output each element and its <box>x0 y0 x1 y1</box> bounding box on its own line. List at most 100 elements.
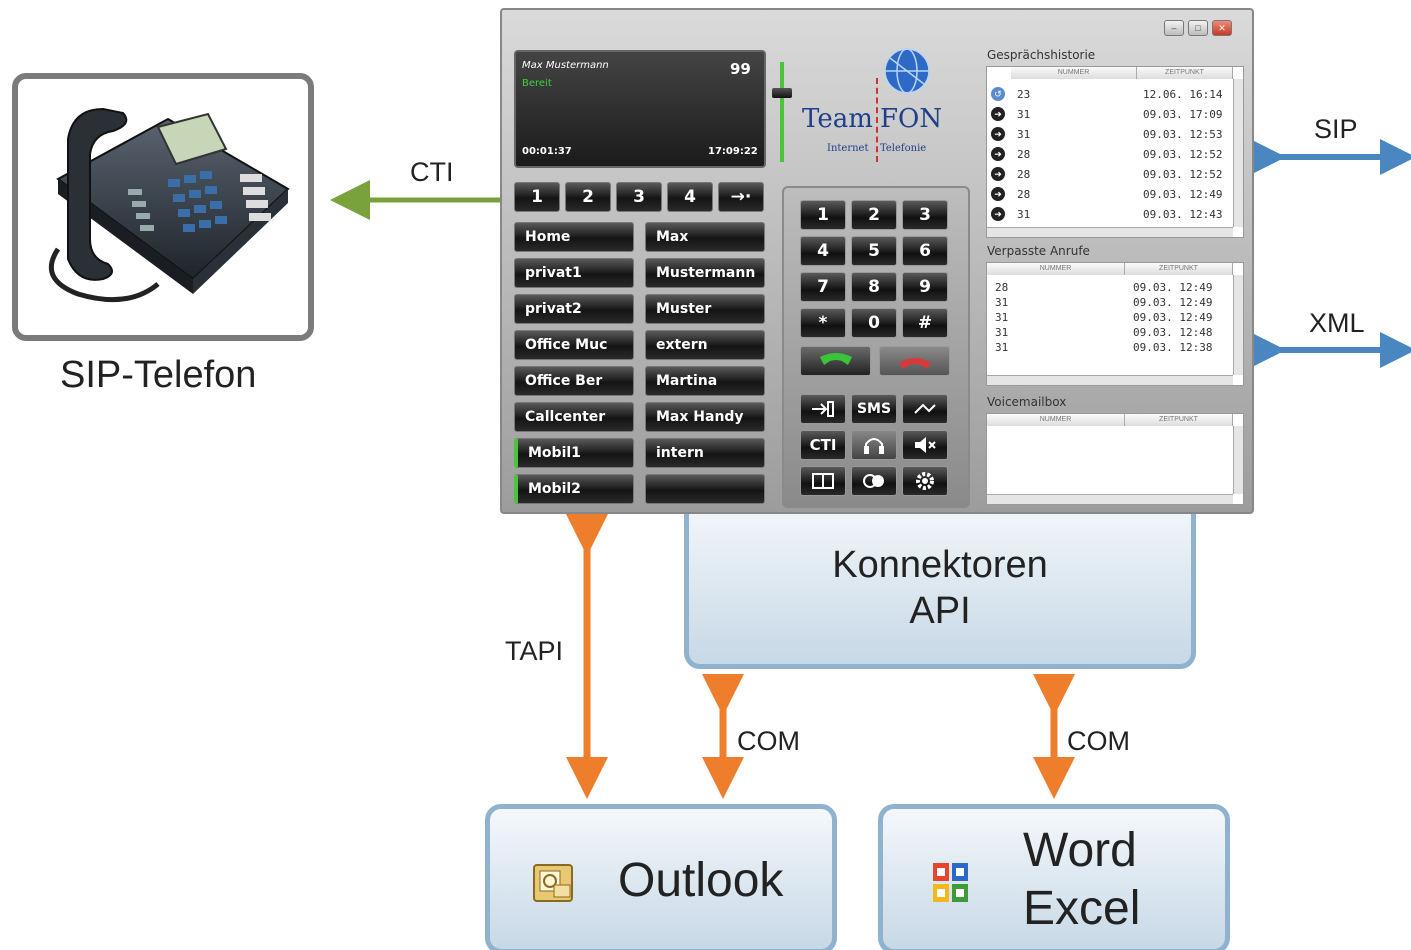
forward-button[interactable] <box>800 394 846 424</box>
voicemail-col-number[interactable]: NUMMER <box>987 414 1125 426</box>
speed-dial-empty[interactable] <box>645 474 765 504</box>
voicemail-vscroll[interactable] <box>1233 426 1243 494</box>
line-button-4[interactable]: 4 <box>667 182 713 212</box>
history-row-time: 09.03. 12:52 <box>1143 168 1223 181</box>
missed-col-number[interactable]: NUMMER <box>987 263 1125 275</box>
history-row-time: 09.03. 12:53 <box>1143 128 1223 141</box>
record-icon <box>863 474 884 488</box>
speaker-mute-icon <box>915 437 936 453</box>
history-col-time[interactable]: ZEITPUNKT <box>1137 67 1233 79</box>
headset-button[interactable] <box>851 430 897 460</box>
line-button-3[interactable]: 3 <box>616 182 662 212</box>
speed-dial-office-muc[interactable]: Office Muc <box>514 330 634 360</box>
display-number: 99 <box>730 60 751 78</box>
key-4[interactable]: 4 <box>800 236 846 266</box>
outlook-label: Outlook <box>618 854 784 907</box>
logo-fon: FON <box>880 104 943 134</box>
missed-calls-list: NUMMER ZEITPUNKT 28 09.03. 12:49 31 09.0… <box>986 262 1244 386</box>
missed-hscroll[interactable] <box>987 375 1233 385</box>
speed-dial-extern[interactable]: extern <box>645 330 765 360</box>
redial-button[interactable] <box>902 394 948 424</box>
maximize-button[interactable]: □ <box>1188 20 1208 36</box>
konnektoren-api-box: Konnektoren API <box>684 495 1196 669</box>
history-row-time: 09.03. 12:49 <box>1143 188 1223 201</box>
transfer-button[interactable]: →· <box>718 182 764 212</box>
key-2[interactable]: 2 <box>851 200 897 230</box>
display-time: 17:09:22 <box>708 146 758 157</box>
speed-dial-max-handy[interactable]: Max Handy <box>645 402 765 432</box>
display-duration: 00:01:37 <box>522 146 572 157</box>
phone-display: Max Mustermann Bereit 99 00:01:37 17:09:… <box>514 50 766 168</box>
missed-row-time: 09.03. 12:48 <box>1133 326 1213 339</box>
speed-dial-mustermann[interactable]: Mustermann <box>645 258 765 288</box>
office-icon <box>933 863 968 902</box>
missed-vscroll[interactable] <box>1233 275 1243 375</box>
missed-row-time: 09.03. 12:49 <box>1133 311 1213 324</box>
speed-dial-muster[interactable]: Muster <box>645 294 765 324</box>
key-6[interactable]: 6 <box>902 236 948 266</box>
tapi-label: TAPI <box>505 636 564 666</box>
close-button[interactable]: ✕ <box>1212 20 1232 36</box>
key-0[interactable]: 0 <box>851 308 897 338</box>
volume-slider-handle[interactable] <box>772 88 792 98</box>
history-row-number: 31 <box>1017 128 1031 141</box>
speed-dial-callcenter[interactable]: Callcenter <box>514 402 634 432</box>
speed-dial-home[interactable]: Home <box>514 222 634 252</box>
cti-button[interactable]: CTI <box>800 430 846 460</box>
missed-row-time: 09.03. 12:49 <box>1133 296 1213 309</box>
history-row-number: 23 <box>1017 88 1031 101</box>
speed-dial-max[interactable]: Max <box>645 222 765 252</box>
key-9[interactable]: 9 <box>902 272 948 302</box>
history-row-number: 28 <box>1017 188 1031 201</box>
headset-icon <box>864 438 884 454</box>
missed-row-number: 31 <box>995 296 1009 309</box>
globe-logo-icon <box>884 48 930 94</box>
missed-calls-title: Verpasste Anrufe <box>987 244 1090 258</box>
key-5[interactable]: 5 <box>851 236 897 266</box>
history-list: NUMMER ZEITPUNKT ↺ 23 12.06. 16:14 ➜ 31 … <box>986 66 1244 238</box>
logo-telefonie: Telefonie <box>880 143 927 154</box>
line-button-1[interactable]: 1 <box>514 182 560 212</box>
mute-button[interactable] <box>902 430 948 460</box>
hangup-button[interactable] <box>879 346 950 376</box>
speed-dial-office-ber[interactable]: Office Ber <box>514 366 634 396</box>
voicemail-hscroll[interactable] <box>987 494 1233 504</box>
speed-dial-mobil2[interactable]: Mobil2 <box>514 474 634 504</box>
call-button[interactable] <box>800 346 871 376</box>
history-row-number: 31 <box>1017 208 1031 221</box>
display-status: Bereit <box>522 78 552 89</box>
logo-team: Team <box>802 104 873 134</box>
history-col-number[interactable]: NUMMER <box>1011 67 1137 79</box>
key-star[interactable]: * <box>800 308 846 338</box>
speed-dial-martina[interactable]: Martina <box>645 366 765 396</box>
word-excel-box: Word Excel <box>878 804 1230 950</box>
voicemail-col-time[interactable]: ZEITPUNKT <box>1125 414 1233 426</box>
line-button-2[interactable]: 2 <box>565 182 611 212</box>
speed-dial-mobil1[interactable]: Mobil1 <box>514 438 634 468</box>
gear-icon <box>916 472 934 490</box>
missed-col-time[interactable]: ZEITPUNKT <box>1125 263 1233 275</box>
record-button[interactable] <box>851 466 897 496</box>
speed-dial-privat2[interactable]: privat2 <box>514 294 634 324</box>
history-vscroll[interactable] <box>1233 79 1243 227</box>
key-hash[interactable]: # <box>902 308 948 338</box>
phone-pickup-icon <box>819 353 852 365</box>
phonebook-button[interactable] <box>800 466 846 496</box>
outgoing-call-icon: ➜ <box>991 207 1005 221</box>
speed-dial-privat1[interactable]: privat1 <box>514 258 634 288</box>
key-3[interactable]: 3 <box>902 200 948 230</box>
history-row-time: 09.03. 12:52 <box>1143 148 1223 161</box>
history-hscroll[interactable] <box>987 227 1233 237</box>
logo-divider <box>876 78 878 162</box>
key-1[interactable]: 1 <box>800 200 846 230</box>
key-8[interactable]: 8 <box>851 272 897 302</box>
key-7[interactable]: 7 <box>800 272 846 302</box>
sms-button[interactable]: SMS <box>851 394 897 424</box>
speed-dial-intern[interactable]: intern <box>645 438 765 468</box>
outgoing-call-icon: ➜ <box>991 187 1005 201</box>
minimize-button[interactable]: – <box>1164 20 1184 36</box>
voicemail-list: NUMMER ZEITPUNKT <box>986 413 1244 505</box>
settings-button[interactable] <box>902 466 948 496</box>
outgoing-call-icon: ➜ <box>991 167 1005 181</box>
